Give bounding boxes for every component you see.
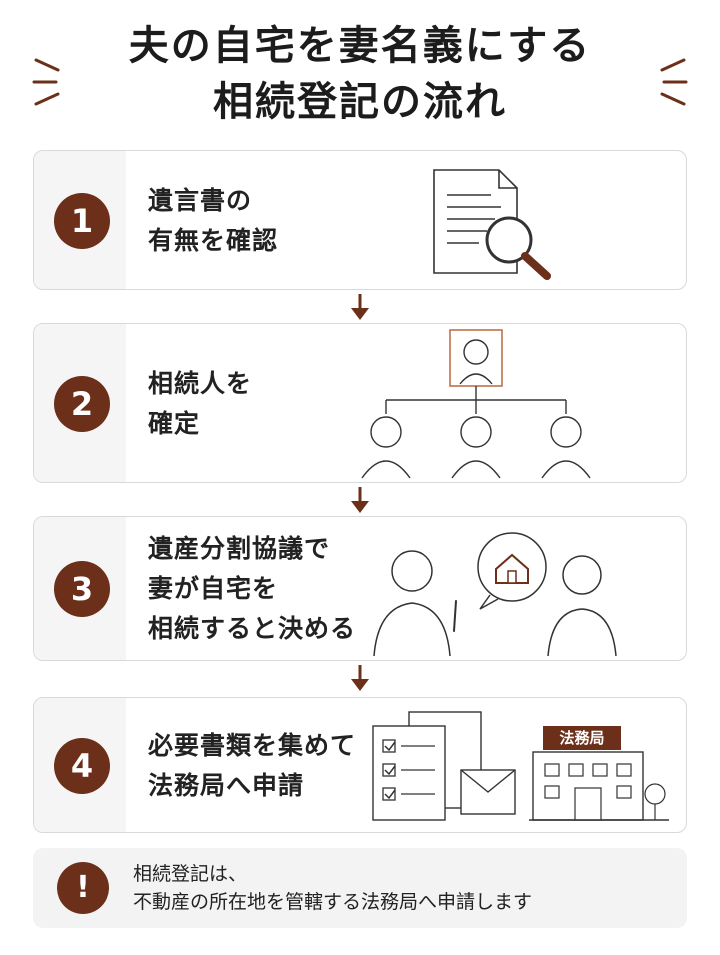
step-card-3: 3 遺産分割協議で 妻が自宅を 相続すると決める <box>33 516 687 661</box>
step-4-line2: 法務局へ申請 <box>148 771 305 800</box>
step-number-2: 2 <box>54 376 110 432</box>
legal-office-sign: 法務局 <box>543 726 621 750</box>
note-box: ! 相続登記は、 不動産の所在地を管轄する法務局へ申請します <box>33 848 687 928</box>
step-text-4: 必要書類を集めて 法務局へ申請 <box>148 726 356 806</box>
step-4-line1: 必要書類を集めて <box>148 731 357 760</box>
step-text-3: 遺産分割協議で 妻が自宅を 相続すると決める <box>148 529 356 649</box>
document-magnifier-icon <box>433 169 551 280</box>
arrow-down-icon <box>351 487 369 513</box>
family-tree-icon <box>361 329 591 479</box>
page-title-line1: 夫の自宅を妻名義にする <box>128 23 592 69</box>
conversation-house-icon <box>373 532 617 657</box>
step-1-line2: 有無を確認 <box>148 226 279 255</box>
arrow-down-icon <box>351 294 369 320</box>
step-text-2: 相続人を 確定 <box>148 364 252 444</box>
page-title: 夫の自宅を妻名義にする 相続登記の流れ <box>0 18 720 130</box>
page-title-line2: 相続登記の流れ <box>213 79 507 125</box>
step-number-1: 1 <box>54 193 110 249</box>
step-3-line1: 遺産分割協議で <box>148 534 331 563</box>
step-3-line3: 相続すると決める <box>148 614 357 643</box>
sparkle-left-icon <box>32 58 60 106</box>
step-number-3: 3 <box>54 561 110 617</box>
note-text: 相続登記は、 不動産の所在地を管轄する法務局へ申請します <box>133 860 532 916</box>
step-2-line2: 確定 <box>148 409 201 438</box>
step-3-line2: 妻が自宅を <box>148 574 279 603</box>
note-line2: 不動産の所在地を管轄する法務局へ申請します <box>133 891 533 913</box>
step-1-line1: 遺言書の <box>148 186 253 215</box>
step-card-4: 4 必要書類を集めて 法務局へ申請 法務局 <box>33 697 687 833</box>
warning-icon: ! <box>57 862 109 914</box>
step-2-line1: 相続人を <box>148 369 253 398</box>
sparkle-right-icon <box>660 58 688 106</box>
step-text-1: 遺言書の 有無を確認 <box>148 181 278 261</box>
step-card-1: 1 遺言書の 有無を確認 <box>33 150 687 290</box>
arrow-down-icon <box>351 665 369 691</box>
step-card-2: 2 相続人を 確定 <box>33 323 687 483</box>
step-number-4: 4 <box>54 738 110 794</box>
legal-office-building-icon: 法務局 <box>529 722 669 822</box>
note-line1: 相続登記は、 <box>133 863 248 885</box>
checklist-envelope-icon <box>372 711 516 821</box>
